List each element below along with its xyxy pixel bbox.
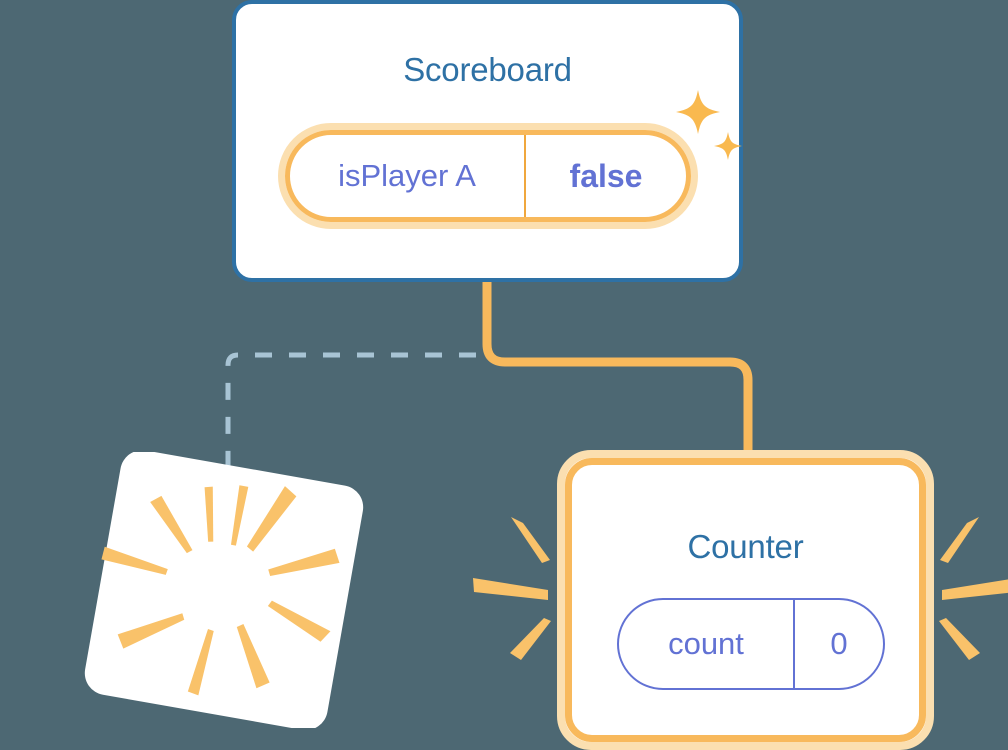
counter-burst-rays-left	[473, 517, 551, 660]
counter-state-separator	[793, 600, 795, 688]
ray	[236, 624, 270, 689]
sparkle-large-icon	[676, 90, 720, 134]
ray	[267, 600, 331, 642]
ray	[473, 578, 548, 600]
counter-state-value: 0	[830, 626, 848, 661]
ray	[511, 517, 550, 563]
scoreboard-state-pill[interactable]: isPlayer A false	[278, 123, 698, 229]
ray	[187, 628, 214, 696]
ray	[940, 517, 979, 563]
counter-component-box[interactable]: Counter count 0	[557, 450, 934, 750]
flash-card-burst-rays	[101, 485, 340, 696]
scoreboard-state-separator	[524, 135, 526, 217]
ray	[942, 579, 1008, 600]
sparkle-small-icon	[714, 132, 742, 160]
scoreboard-state-value: false	[569, 157, 643, 194]
ray	[204, 486, 214, 542]
scoreboard-state-key: isPlayer A	[338, 158, 476, 193]
ray	[150, 495, 193, 554]
scoreboard-title: Scoreboard	[403, 51, 572, 88]
counter-title: Counter	[687, 528, 804, 565]
flash-card-surface[interactable]	[83, 452, 364, 728]
scoreboard-state-pill-inner: isPlayer A false	[285, 130, 691, 222]
ray	[246, 486, 297, 552]
counter-burst-rays-right	[939, 517, 1008, 660]
ray	[230, 485, 249, 546]
sparkle-group	[676, 90, 742, 160]
counter-state-pill[interactable]: count 0	[617, 598, 885, 690]
ray	[117, 613, 185, 649]
ray	[101, 546, 168, 575]
flash-card[interactable]	[83, 452, 364, 728]
ray	[510, 618, 551, 660]
ray	[268, 548, 340, 576]
counter-state-key: count	[668, 626, 744, 661]
connector-scoreboard-to-counter	[482, 280, 753, 470]
scoreboard-component-box[interactable]: Scoreboard isPlayer A false	[232, 0, 743, 282]
counter-component-box-inner: Counter count 0	[565, 458, 926, 742]
ray	[939, 618, 980, 660]
